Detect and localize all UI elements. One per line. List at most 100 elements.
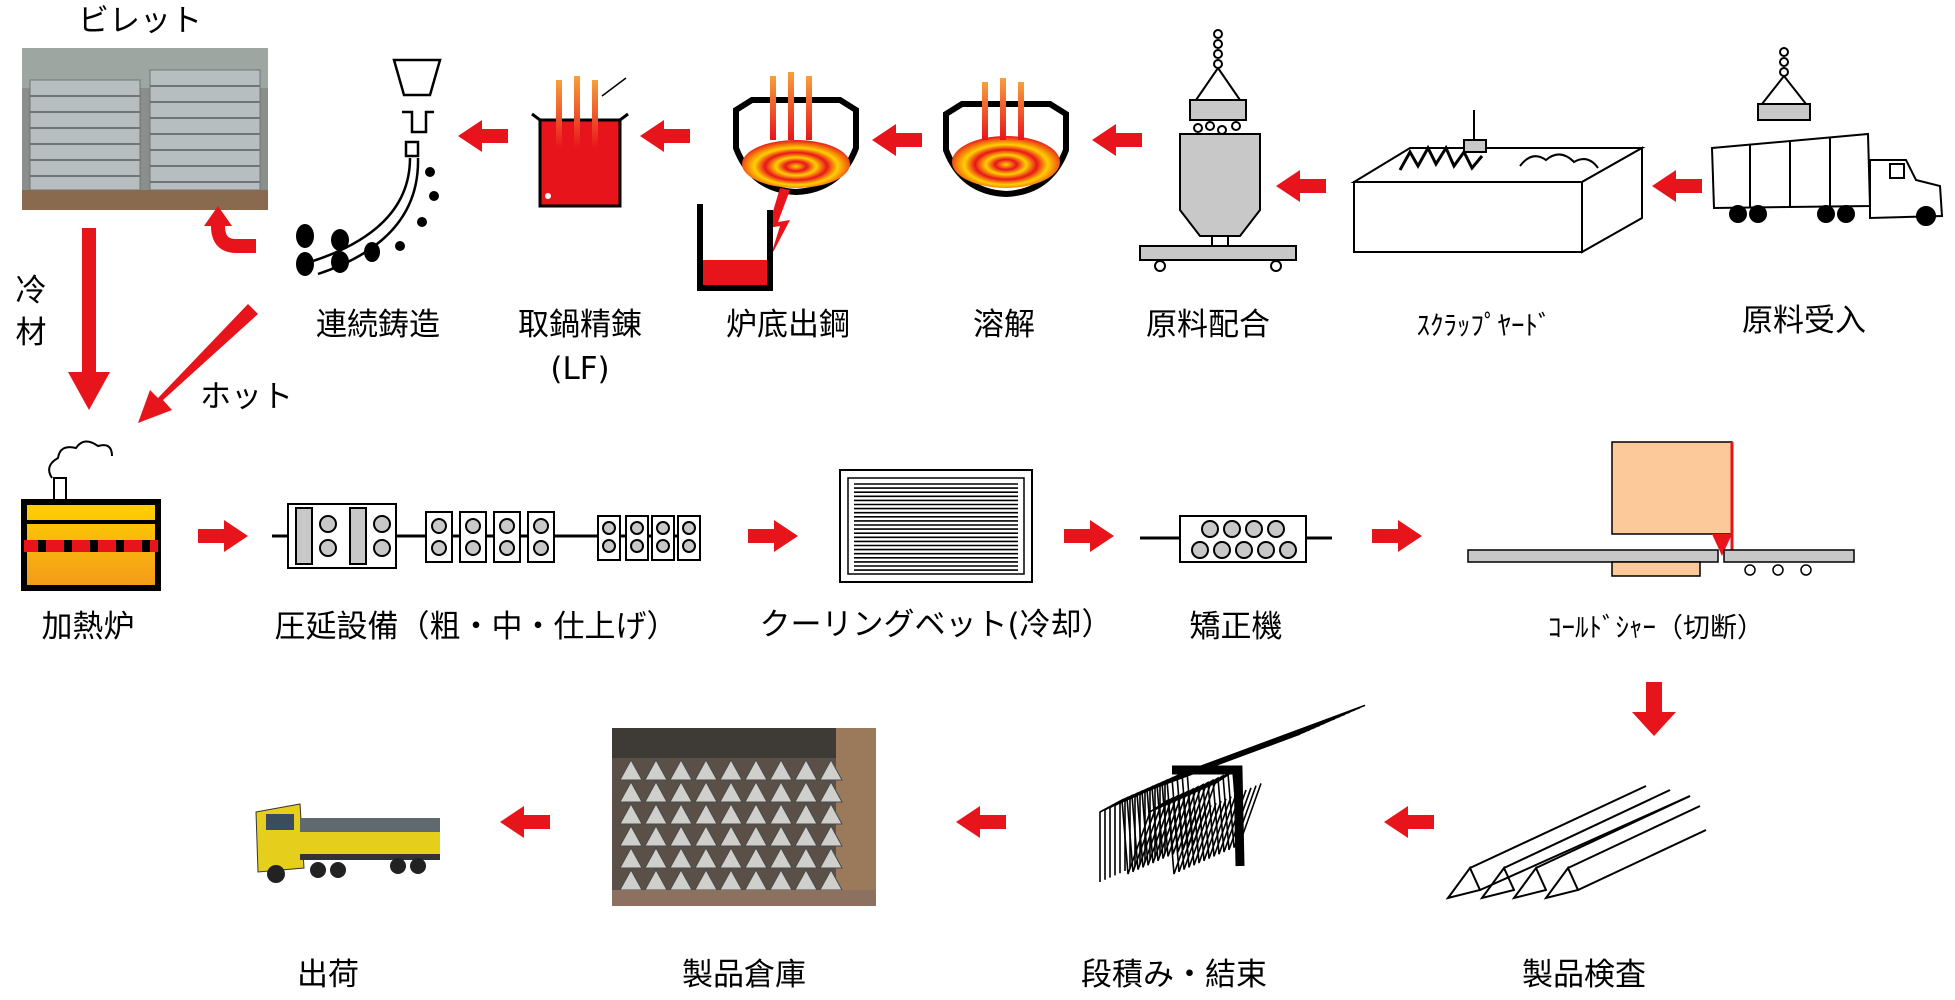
shipping-label: 出荷: [297, 957, 359, 993]
ladle-refining-sub-label: (LF): [550, 351, 610, 387]
cooling-bed-label: クーリングベット(冷却）: [759, 607, 1113, 643]
warehouse-angle-bundle: [719, 758, 743, 781]
warehouse-angle-bundle: [719, 780, 743, 803]
warehouse-angle-bundle: [794, 802, 818, 825]
flow-arrow-shear-to-inspection: [1632, 682, 1676, 736]
warehouse-angle-bundle: [744, 846, 768, 869]
warehouse-photo: [612, 728, 876, 906]
warehouse-angle-bundle: [744, 758, 768, 781]
warehouse-angle-bundle: [819, 824, 843, 847]
flow-arrow-receive-to-scrap: [1652, 170, 1702, 202]
flow-arrow-warehouse-to-shipping: [500, 806, 550, 838]
product-inspection-icon: [1445, 785, 1707, 900]
warehouse-angle-bundle: [644, 780, 668, 803]
hot-route-label: ホット: [200, 379, 293, 415]
cold-shear-icon: [1467, 441, 1855, 577]
continuous-casting-label: 連続鋳造: [316, 307, 440, 343]
warehouse-angle-bundle: [694, 846, 718, 869]
rolling-mill-icon: [272, 503, 701, 569]
flow-arrow-tapping-to-ladle: [640, 120, 690, 152]
stacked-angle-bar: [1144, 713, 1346, 863]
ladle-refining-label: 取鍋精錬: [518, 307, 642, 343]
shipping-truck-photo: [242, 780, 442, 890]
flow-arrow-cooling-to-straightener: [1064, 520, 1114, 552]
warehouse-angle-bundle: [744, 780, 768, 803]
warehouse-angle-bundle: [819, 758, 843, 781]
scrap-yard-icon: [1350, 110, 1646, 254]
warehouse-angle-bundle: [619, 846, 643, 869]
melting-label: 溶解: [973, 307, 1035, 343]
melting-furnace-icon: [943, 78, 1069, 198]
reheating-furnace-label: 加熱炉: [41, 609, 135, 645]
warehouse-angle-bundle: [619, 758, 643, 781]
warehouse-angle-bundle: [644, 846, 668, 869]
flow-arrow-melt-to-tapping: [872, 124, 922, 156]
warehouse-angle-bundle: [769, 802, 793, 825]
stacking-binding-label: 段積み・結束: [1081, 957, 1267, 993]
warehouse-angle-bundle: [794, 846, 818, 869]
billet-photo: [22, 48, 268, 210]
flow-arrow-straightener-to-shear: [1372, 520, 1422, 552]
ladle-refining-icon: [531, 76, 629, 208]
flow-arrow-scrap-to-blend: [1276, 170, 1326, 202]
stacked-angle-bar: [1154, 709, 1356, 858]
flow-arrow-inspection-to-stacking: [1384, 806, 1434, 838]
material-blending-label: 原料配合: [1146, 307, 1270, 343]
warehouse-angle-bundle: [694, 758, 718, 781]
warehouse-angle-bundle: [794, 824, 818, 847]
warehouse-angle-bundle: [794, 780, 818, 803]
warehouse-angle-bundle: [719, 824, 743, 847]
warehouse-angle-bundle: [669, 846, 693, 869]
cold-route-arrow: [68, 228, 110, 410]
tapping-furnace-icon: [697, 72, 859, 291]
stacked-angle-bar: [1149, 711, 1351, 860]
rolling-mill-label: 圧延設備（粗・中・仕上げ）: [274, 609, 678, 645]
reheating-furnace-icon: [21, 440, 161, 591]
continuous-casting-icon: [296, 58, 442, 276]
warehouse-angle-bundle: [769, 780, 793, 803]
flow-arrow-rolling-to-cooling: [748, 520, 798, 552]
flow-arrow-stacking-to-warehouse: [956, 806, 1006, 838]
warehouse-angle-bundle: [819, 846, 843, 869]
warehouse-angle-bundle: [744, 802, 768, 825]
stacked-angle-bar: [1159, 706, 1361, 856]
cooling-bed-icon: [839, 469, 1033, 583]
warehouse-angle-bundle: [694, 780, 718, 803]
hot-route-arrow: [138, 304, 258, 423]
tapping-label: 炉底出鋼: [726, 307, 850, 343]
warehouse-angle-bundle: [769, 824, 793, 847]
warehouse-angle-bundle: [819, 780, 843, 803]
material-receiving-truck-icon: [1710, 47, 1944, 226]
warehouse-angle-bundle: [719, 846, 743, 869]
material-receiving-label: 原料受入: [1742, 303, 1866, 339]
warehouse-angle-bundle: [644, 758, 668, 781]
cold-shear-label: ｺｰﾙﾄﾞｼｬｰ（切断）: [1548, 613, 1764, 644]
billet-label: ビレット: [78, 3, 202, 39]
casting-to-billet-arrow: [204, 206, 256, 253]
warehouse-angle-bundle: [669, 758, 693, 781]
warehouse-angle-bundle: [769, 758, 793, 781]
straightener-label: 矯正機: [1189, 609, 1283, 645]
warehouse-angle-bundle: [619, 780, 643, 803]
warehouse-angle-bundle: [644, 824, 668, 847]
warehouse-angle-bundle: [619, 802, 643, 825]
flow-arrow-furnace-to-rolling: [198, 520, 248, 552]
warehouse-angle-bundle: [719, 802, 743, 825]
warehouse-angle-bundle: [769, 846, 793, 869]
material-blending-icon: [1139, 29, 1297, 272]
warehouse-angle-bundle: [744, 824, 768, 847]
warehouse-angle-bundle: [644, 802, 668, 825]
cold-material-label: 冷材: [15, 273, 47, 351]
warehouse-angle-bundle: [669, 780, 693, 803]
warehouse-angle-bundle: [819, 802, 843, 825]
warehouse-angle-bundle: [694, 824, 718, 847]
warehouse-angle-bundle: [694, 802, 718, 825]
scrap-yard-label: ｽｸﾗｯﾌﾟﾔｰﾄﾞ: [1416, 311, 1552, 342]
product-inspection-label: 製品検査: [1522, 957, 1646, 993]
warehouse-angle-bundle: [669, 802, 693, 825]
warehouse-angle-bundle: [794, 758, 818, 781]
stacking-binding-icon: [1099, 704, 1366, 882]
stacked-angle-bar: [1164, 704, 1366, 854]
warehouse-label: 製品倉庫: [682, 957, 806, 993]
